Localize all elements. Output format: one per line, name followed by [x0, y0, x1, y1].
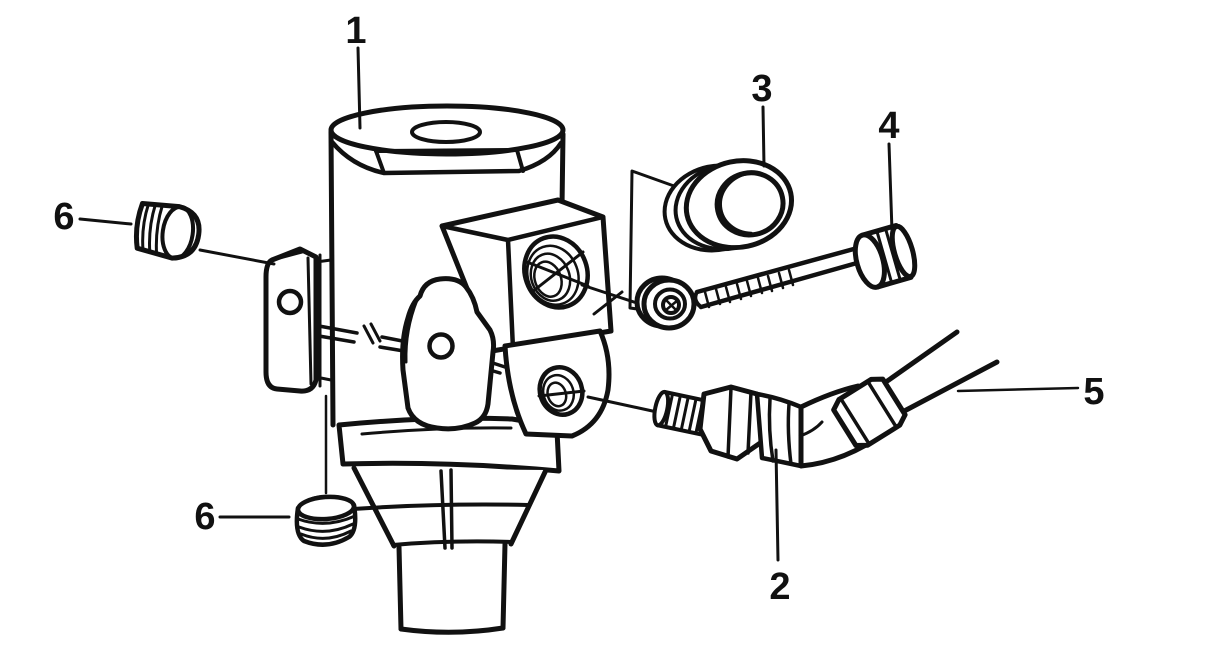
leader-line-5 — [956, 386, 1080, 393]
pipe-edges — [396, 541, 508, 632]
pin-break-marks — [362, 322, 382, 345]
main-valve-body — [328, 103, 566, 428]
pin-left-segment — [317, 324, 359, 344]
block-hole-cross — [525, 250, 590, 294]
threaded-plug-lower — [294, 494, 358, 547]
body-lower-section — [336, 415, 562, 635]
tube-accent — [798, 420, 824, 438]
washer — [634, 275, 697, 331]
mounting-bracket — [263, 246, 333, 394]
body-top-hole — [410, 120, 482, 144]
threaded-plug-upper — [133, 200, 202, 261]
leader-line-6a — [78, 217, 133, 226]
seal-collar-ring — [662, 158, 795, 253]
callout-number-2: 2 — [769, 566, 790, 608]
bolt-head — [852, 222, 918, 290]
port-to-elbow-line — [586, 395, 659, 414]
rim-facet-top — [374, 148, 519, 153]
cone-mid-line — [351, 502, 530, 511]
hex-head-bolt — [693, 222, 918, 310]
leader-line-3 — [761, 105, 766, 168]
elbow-nipple — [652, 389, 711, 437]
callout-number-4: 4 — [878, 105, 899, 147]
lever-hole — [427, 332, 455, 360]
lever-handle — [400, 276, 497, 432]
body-left-edge — [328, 129, 336, 428]
nut1-facet-lines — [726, 386, 753, 459]
leader-line-1 — [356, 46, 362, 130]
body-right-edge — [559, 131, 566, 210]
elbow-fitting — [652, 329, 1000, 469]
callout-number-5: 5 — [1083, 371, 1104, 413]
callout-number-3: 3 — [751, 68, 772, 110]
bolt-threads — [703, 268, 795, 309]
collar-lines — [767, 397, 793, 466]
rim-facet-edges — [374, 148, 525, 175]
bracket-inner-edges — [270, 250, 313, 386]
plug-to-bracket-line — [198, 248, 276, 266]
lower-port — [502, 328, 612, 439]
bolt-tip — [693, 290, 703, 309]
port-hole-chord — [537, 389, 586, 398]
callout-number-6-lower: 6 — [194, 496, 215, 538]
leader-line-2 — [774, 448, 780, 562]
callout-number-6-upper: 6 — [53, 196, 74, 238]
elbow-collar — [754, 391, 804, 469]
port-threaded-hole — [537, 365, 585, 417]
washer-hole-cross — [663, 297, 680, 313]
callout-leaders — [78, 46, 1080, 562]
side-block — [439, 197, 614, 354]
rim-band-bottom — [329, 139, 564, 176]
pipe-bottom — [398, 625, 506, 635]
lever-inner-contour — [404, 298, 419, 364]
block-threaded-hole — [522, 234, 590, 310]
cone-seam-lines — [439, 468, 454, 550]
bracket-hole — [276, 288, 304, 316]
leader-line-4 — [887, 142, 894, 233]
body-top-face — [328, 103, 566, 157]
elbow-hex-nut-2 — [831, 376, 908, 448]
callout-number-1: 1 — [345, 10, 366, 52]
block-left-facet-edge — [505, 237, 516, 352]
bracket-outline — [263, 246, 319, 394]
callout-numbers: 1 2 3 4 5 6 6 — [53, 10, 1104, 608]
